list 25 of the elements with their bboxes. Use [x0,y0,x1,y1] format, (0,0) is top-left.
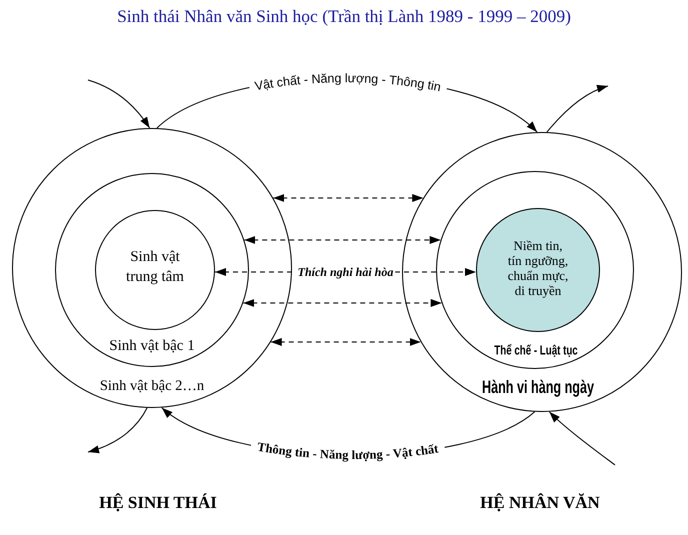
edge-label: Thích nghi hài hòa [296,265,396,279]
center-label: Sinh vật trung tâm [125,248,185,287]
dashed-arrow [272,194,424,202]
curved-arrow [546,85,608,133]
dashed-arrow [242,299,442,307]
edge-label: Vật chất - Năng lượng - Thông tin [254,71,442,94]
curved-arrow [88,407,148,453]
middle-circle [436,171,634,369]
level-label: Sinh vật bậc 2…n [98,378,206,394]
system-caption: HỆ NHÂN VĂN [480,493,600,513]
outer-circle [402,132,682,412]
dashed-arrow [244,236,442,244]
level-label: Thể chế - Luật tục [493,344,579,356]
system-caption: HỆ SINH THÁI [99,493,217,513]
inner-circle [95,210,215,330]
curved-arrow [548,411,616,466]
level-label: Sinh vật bậc 1 [108,338,196,354]
diagram-title: Sinh thái Nhân văn Sinh học (Trần thị Lành 1989 - 1999 – 2009) [116,6,572,27]
center-label: Niềm tin, tín ngưỡng, chuẩn mực, di truyền [506,238,570,298]
dashed-arrow [270,338,422,346]
outer-circle [12,128,292,408]
middle-circle [55,173,249,367]
level-label: Hành vi hàng ngày [481,378,595,396]
edge-label: Thông tin - Năng lượng - Vật chất [256,440,440,462]
curved-arrow [88,80,150,128]
